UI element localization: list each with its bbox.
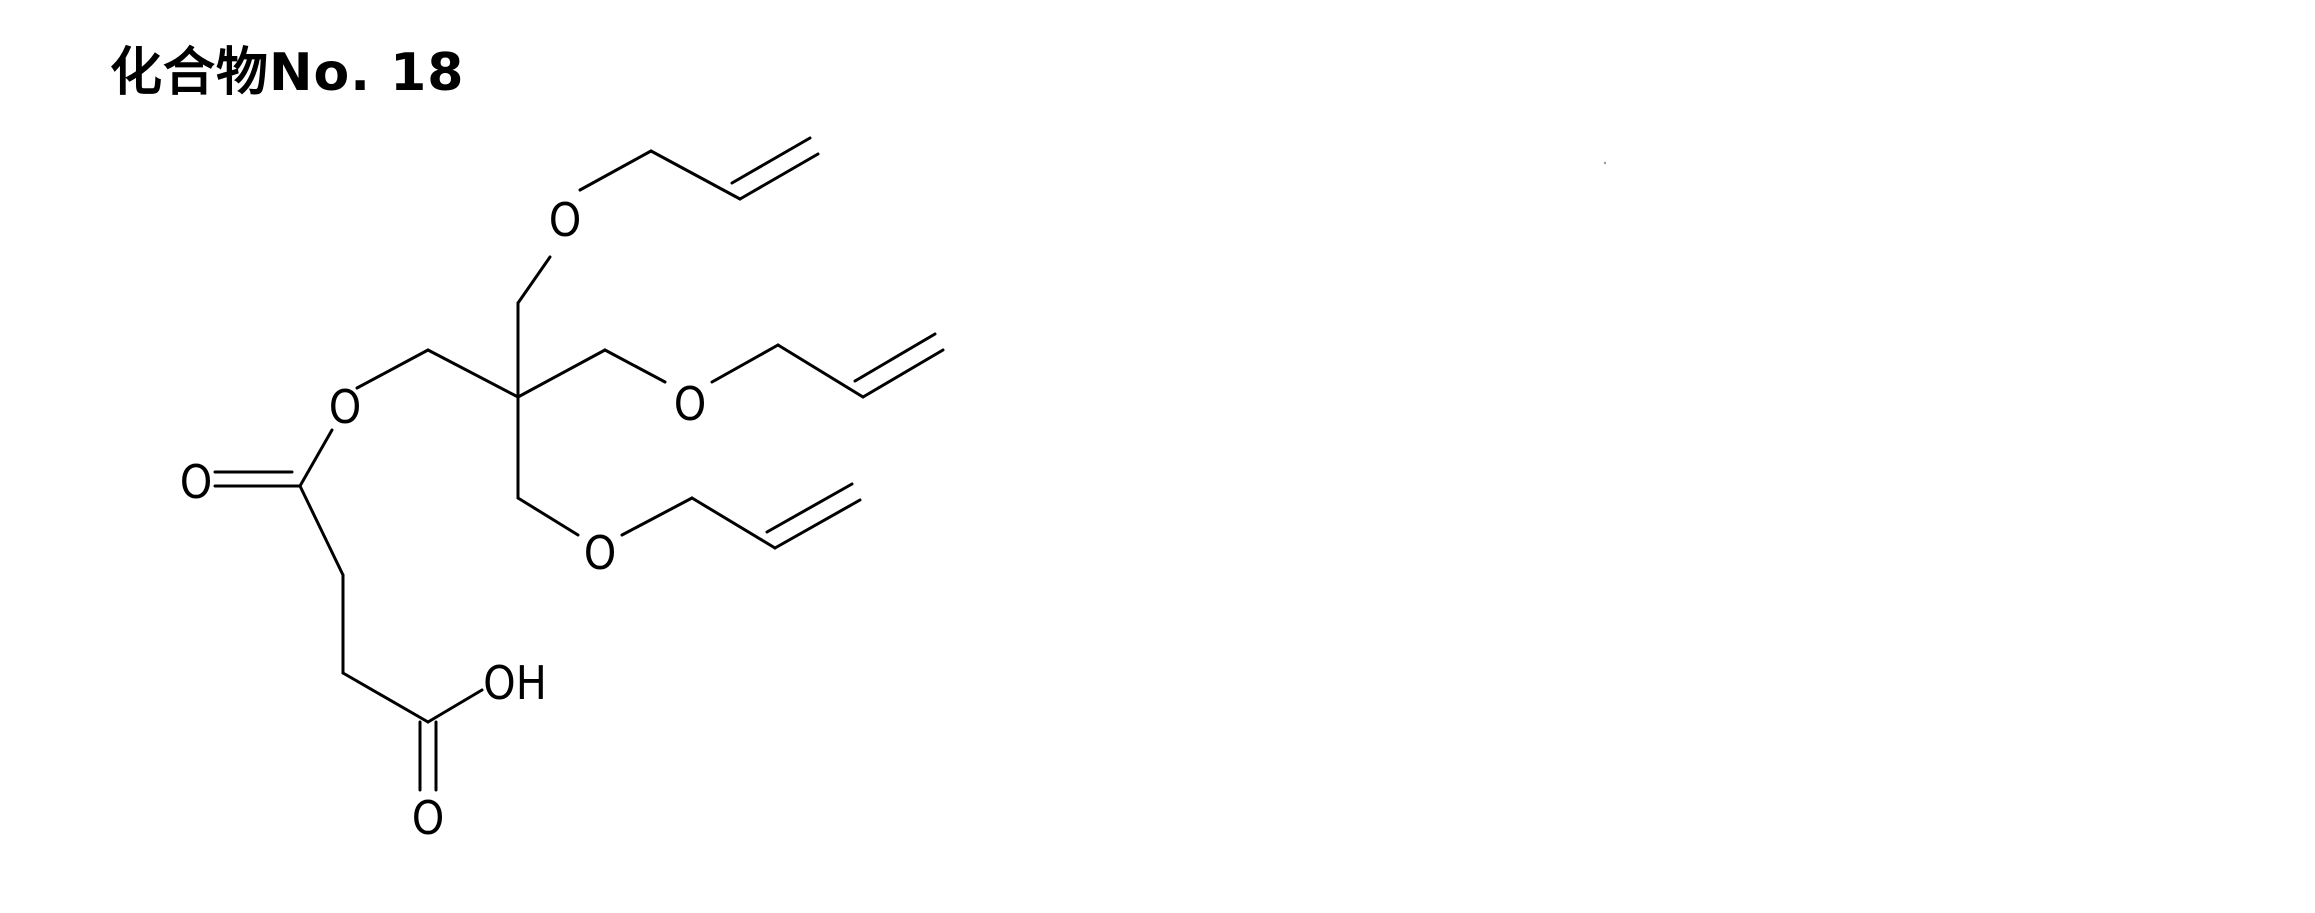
bond-mid-ch2-o	[603, 348, 667, 384]
scan-speck	[1603, 161, 1607, 165]
bond-mid-ch2-ch	[776, 343, 865, 399]
bond-o-ch2	[355, 348, 430, 390]
bond-bot-ch2-o	[516, 496, 580, 537]
bond-ch2-acid	[341, 671, 430, 724]
bond-mid-o-ch2	[710, 343, 780, 384]
atom-label-hydroxyl: OH	[483, 656, 547, 710]
bond-top-ch2-o	[516, 255, 552, 305]
bond-bot-vinyl-1	[773, 498, 862, 550]
atom-label-ester-ring-o: O	[329, 380, 362, 434]
bond-quat-mid-ch2	[516, 348, 607, 399]
bond-carbonyl-ch2	[298, 484, 345, 577]
bond-top-vinyl-1	[738, 152, 820, 201]
atom-label-top-ether-o: O	[549, 193, 582, 247]
bond-acid-oh	[426, 688, 484, 724]
atom-label-middle-ether-o: O	[674, 377, 707, 431]
bond-mid-vinyl-2	[853, 332, 937, 383]
compound-title: 化合物No. 18	[110, 43, 465, 103]
bond-bot-ch2-ch	[690, 496, 777, 550]
bonds	[213, 136, 945, 792]
bond-bot-vinyl-2	[765, 482, 854, 534]
bond-top-o-ch2	[578, 149, 653, 192]
atom-label-carbonyl-o: O	[180, 455, 213, 509]
bond-bot-o-ch2	[620, 496, 694, 537]
bond-o-carbonyl	[298, 428, 334, 488]
atom-label-bottom-ether-o: O	[584, 526, 617, 580]
bond-mid-vinyl-1	[861, 348, 945, 399]
atom-label-acid-carbonyl-o: O	[412, 791, 445, 845]
bond-ch2-quat	[426, 348, 520, 399]
atom-labels: O O O O O OH O	[180, 193, 707, 845]
bond-top-vinyl-2	[730, 136, 812, 185]
bond-top-ch2-ch	[649, 149, 742, 201]
